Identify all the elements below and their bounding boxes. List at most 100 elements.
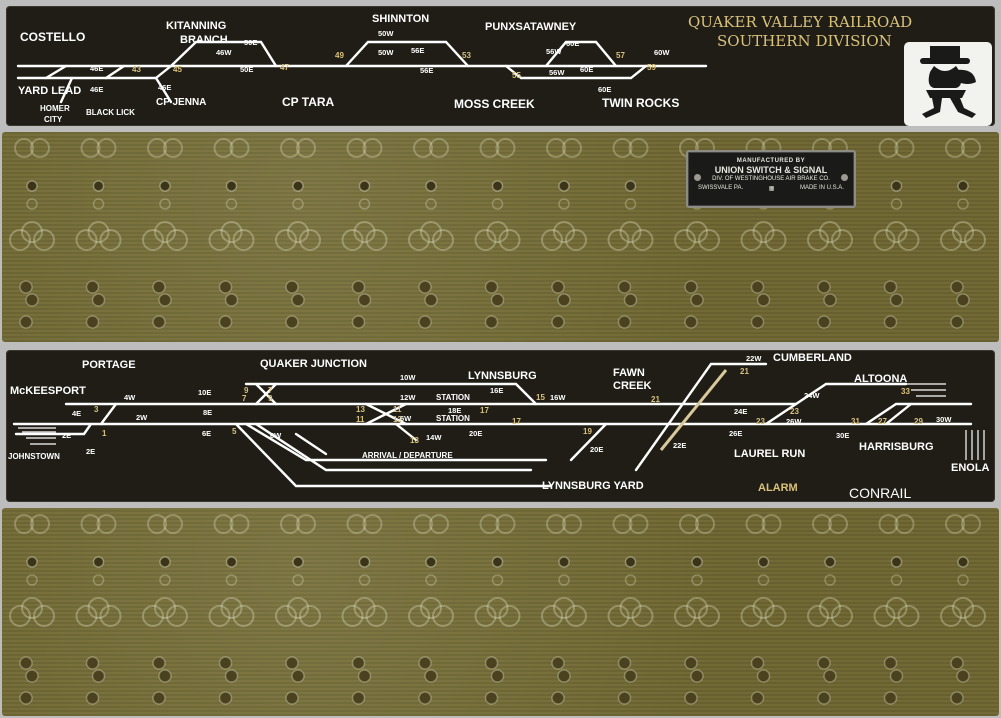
crossover-3: [99, 402, 118, 426]
lever-knob-icon: [75, 605, 98, 627]
loc-harrisburg: HARRISBURG: [859, 441, 934, 453]
signal-18e: 18E: [448, 406, 461, 415]
nameplate-location: SWISSVALE PA.: [698, 185, 744, 191]
signal-20e-b: 20E: [590, 445, 603, 454]
indicator-lamp-icon: [878, 514, 899, 534]
push-button-icon: [617, 691, 632, 705]
push-button-icon: [25, 669, 39, 683]
lever-column[interactable]: [275, 514, 321, 705]
lever-column[interactable]: [740, 138, 787, 329]
switch-59: 59: [647, 63, 656, 72]
indicator-lamp-icon: [828, 514, 848, 534]
lever-knob-icon: [885, 597, 908, 619]
harrisburg-siding: [864, 402, 973, 426]
loc-black-lick: BLACK LICK: [86, 108, 135, 117]
lever-knob-icon: [541, 605, 563, 627]
indicator-lamp-icon: [362, 514, 383, 534]
switch-21b: 21: [740, 367, 749, 376]
lever-column[interactable]: [873, 514, 920, 705]
signal-50w-lower: 50W: [378, 48, 394, 57]
lever-knob-icon: [873, 229, 896, 251]
lever-knob-icon: [142, 605, 164, 627]
lever-column[interactable]: [75, 514, 122, 705]
signal-4e: 4E: [72, 409, 81, 418]
moss-creek-siding: [519, 64, 648, 80]
lever-knob-icon: [486, 597, 509, 619]
yard-lead-3: [254, 422, 533, 472]
lever-knob-icon: [964, 605, 986, 627]
lever-column[interactable]: [9, 138, 55, 329]
lever-knob-icon: [420, 221, 442, 243]
lever-column[interactable]: [408, 514, 454, 705]
signal-60e-lower: 60E: [598, 85, 611, 94]
crossover-43: [44, 64, 68, 80]
lever-knob-icon: [698, 605, 720, 627]
lever-column[interactable]: [607, 138, 654, 329]
signal-46w: 46W: [216, 48, 232, 57]
lever-column[interactable]: [873, 138, 920, 329]
lever-knob-icon: [607, 229, 630, 251]
shinnton-siding: [344, 40, 470, 68]
switch-43: 43: [132, 65, 141, 74]
push-button-icon: [956, 293, 970, 307]
push-button-icon: [617, 280, 632, 294]
push-button-icon: [750, 656, 765, 670]
yard-lead-1: [244, 422, 548, 462]
lever-column[interactable]: [607, 514, 654, 705]
push-button-icon: [623, 293, 638, 307]
lever-column[interactable]: [142, 138, 188, 329]
indicator-lamp-icon: [147, 138, 167, 158]
push-button-icon: [19, 691, 33, 705]
crossover-45: [154, 64, 173, 80]
push-button-icon: [91, 293, 106, 307]
lever-column[interactable]: [674, 514, 720, 705]
lever-column[interactable]: [807, 514, 853, 705]
lever-column[interactable]: [541, 514, 587, 705]
loc-kitanning: KITANNING: [166, 20, 226, 32]
loc-laurel-run: LAUREL RUN: [734, 448, 805, 460]
lever-column[interactable]: [541, 138, 587, 329]
indicator-lamp-icon: [346, 138, 367, 158]
lever-column[interactable]: [341, 514, 388, 705]
signal-6w-b: 6W: [400, 414, 412, 423]
lever-column[interactable]: [408, 138, 454, 329]
indicator-lamp-icon: [147, 514, 167, 534]
indicator-lamp-icon: [546, 138, 566, 158]
railroad-division: SOUTHERN DIVISION: [717, 32, 892, 50]
indicator-lamp-icon: [679, 514, 699, 534]
lever-knob-icon: [33, 229, 55, 251]
lever-column[interactable]: [474, 138, 521, 329]
signal-20e: 20E: [469, 429, 482, 438]
bottom-track-diagram-board: McKEESPORT PORTAGE QUAKER JUNCTION LYNNS…: [6, 350, 995, 502]
lever-column[interactable]: [940, 138, 986, 329]
lever-column[interactable]: [9, 514, 55, 705]
lever-knob-icon: [208, 605, 231, 627]
loc-enola: ENOLA: [951, 462, 990, 474]
switch-49: 49: [335, 51, 344, 60]
push-button-icon: [756, 669, 771, 683]
push-button-icon: [557, 293, 571, 307]
lever-column[interactable]: [208, 138, 255, 329]
lever-column[interactable]: [341, 138, 388, 329]
switch-17a: 17: [480, 406, 489, 415]
loc-creek: CREEK: [613, 380, 652, 392]
lever-knob-icon: [885, 221, 908, 243]
lever-column[interactable]: [275, 138, 321, 329]
switch-53: 53: [462, 51, 471, 60]
loc-shinnton: SHINNTON: [372, 13, 429, 25]
lever-knob-icon: [686, 597, 708, 619]
lever-column[interactable]: [740, 514, 787, 705]
crossover-43b: [104, 64, 126, 80]
push-button-icon: [883, 280, 898, 294]
signal-lamp-icon: [691, 556, 703, 568]
lever-column[interactable]: [940, 514, 986, 705]
push-button-icon: [817, 691, 831, 705]
lever-column[interactable]: [142, 514, 188, 705]
loc-lynnsburg-yard: LYNNSBURG YARD: [542, 480, 644, 492]
lever-knob-icon: [819, 597, 841, 619]
lever-column[interactable]: [474, 514, 521, 705]
lever-column[interactable]: [208, 514, 255, 705]
lever-knob-icon: [365, 605, 388, 627]
lever-knob-icon: [154, 597, 176, 619]
lever-column[interactable]: [75, 138, 122, 329]
